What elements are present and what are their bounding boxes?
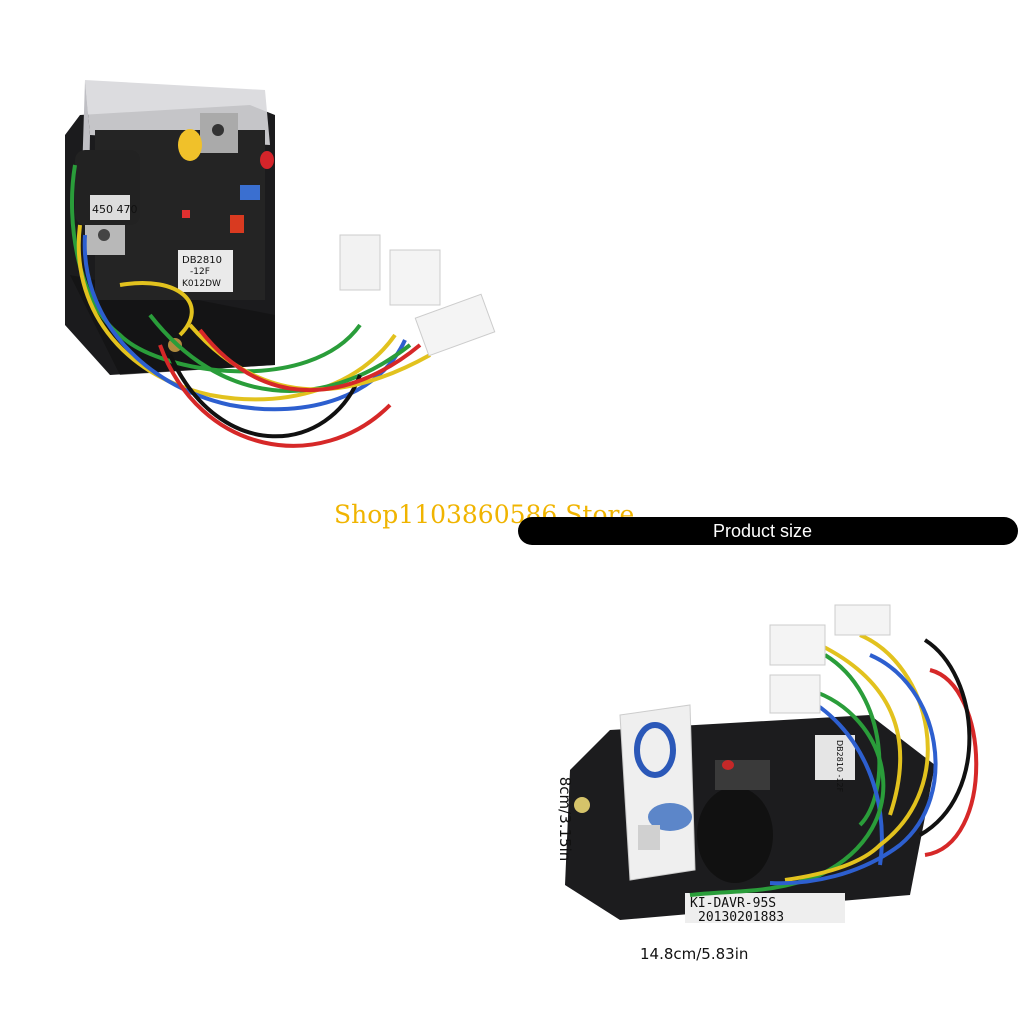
product-size-label: Product size [713, 521, 813, 541]
chip-label-line-1: DB2810 [182, 255, 222, 266]
model-label-line-1: KI-DAVR-95S [690, 896, 776, 911]
height-dimension-label: 8cm/3.15in [556, 776, 574, 862]
product-photo-bottom: DB2810 -12F KI-DAVR-95S 20130201883 [565, 604, 979, 925]
chip-label-line-2: -12F [190, 267, 210, 277]
chip-label-line-3: K012DW [182, 279, 221, 289]
width-dimension-label: 14.8cm/5.83in [640, 945, 749, 963]
capacitor-label: 450 470 [92, 203, 138, 216]
product-photo-top: 450 470 DB2810 -12F K012DW [65, 80, 496, 448]
bottom-chip-label: DB2810 -12F [835, 740, 844, 793]
model-label-line-2: 20130201883 [698, 910, 784, 925]
product-size-banner: Product size [518, 517, 1018, 545]
